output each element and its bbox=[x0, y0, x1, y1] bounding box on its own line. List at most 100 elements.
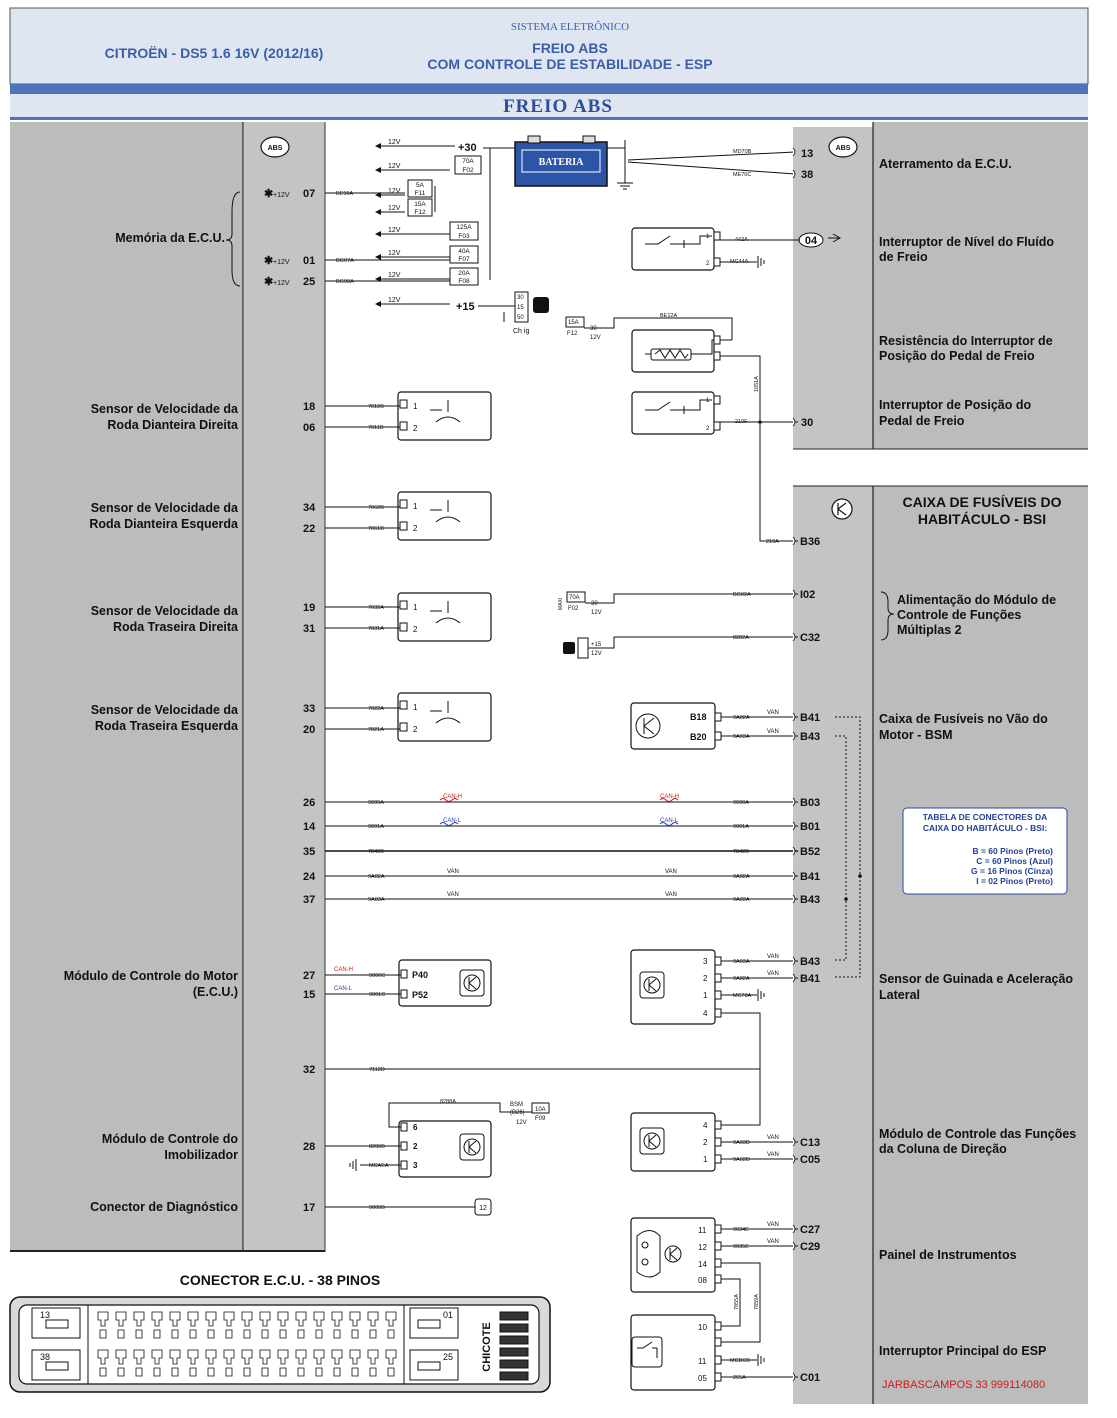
connector-pin bbox=[385, 1349, 397, 1377]
label-vdd-1: Sensor de Velocidade da bbox=[91, 402, 239, 416]
svg-text:F11: F11 bbox=[415, 190, 426, 197]
svg-text:8280B: 8280B bbox=[369, 1144, 385, 1150]
svg-text:2: 2 bbox=[413, 424, 418, 433]
svg-text:6: 6 bbox=[413, 1123, 418, 1132]
svg-text:1: 1 bbox=[706, 398, 710, 404]
ignition-switch-icon: 30 15 50 Ch ig bbox=[503, 291, 549, 335]
label-vte-1: Sensor de Velocidade da bbox=[91, 703, 239, 717]
pin-27: 27 bbox=[303, 970, 315, 982]
svg-text:11: 11 bbox=[698, 1226, 707, 1235]
pin-b41-c: B41 bbox=[800, 973, 820, 985]
pin-38: 38 bbox=[801, 169, 813, 181]
wheel-sensor-rr: 1 2 7032A 7031A bbox=[325, 592, 492, 642]
right-labels: Aterramento da E.C.U. Interruptor de Nív… bbox=[879, 157, 1076, 1391]
label-memoria: Memória da E.C.U. bbox=[115, 231, 225, 245]
label-pos-2: Pedal de Freio bbox=[879, 414, 965, 428]
svg-text:10: 10 bbox=[698, 1323, 707, 1332]
label-vtd-2: Roda Traseira Direita bbox=[113, 620, 239, 634]
connector-pin bbox=[331, 1311, 343, 1339]
svg-text:VAN: VAN bbox=[767, 1135, 779, 1141]
bsm-module: B18 B20 9A02A 9A03A VAN VAN bbox=[630, 702, 798, 750]
connector-pin bbox=[205, 1349, 217, 1377]
svg-text:9A02D: 9A02D bbox=[733, 1157, 750, 1163]
svg-text:7021A: 7021A bbox=[368, 727, 384, 733]
pin-15: 15 bbox=[303, 989, 315, 1001]
svg-text:9000A: 9000A bbox=[733, 800, 749, 806]
svg-text:8282A: 8282A bbox=[733, 635, 749, 641]
svg-text:7022A: 7022A bbox=[368, 706, 384, 712]
svg-text:CAN-H: CAN-H bbox=[334, 967, 353, 973]
wheel-sensor-lr: 1 2 7022A 7021A bbox=[325, 692, 492, 742]
svg-text:CHICOTE: CHICOTE bbox=[481, 1322, 493, 1372]
connector-pin bbox=[169, 1311, 181, 1339]
pin-34: 34 bbox=[303, 502, 316, 514]
svg-text:CAN-H: CAN-H bbox=[443, 794, 462, 800]
svg-text:F07: F07 bbox=[458, 256, 470, 263]
svg-text:MAXI: MAXI bbox=[558, 598, 564, 610]
connector-pin bbox=[133, 1349, 145, 1377]
svg-text:VAN: VAN bbox=[767, 710, 779, 716]
label-painel: Painel de Instrumentos bbox=[879, 1248, 1017, 1262]
svg-text:12V: 12V bbox=[388, 227, 401, 234]
svg-text:9000C: 9000C bbox=[369, 973, 385, 979]
table-row-2: C = 60 Pinos (Azul) bbox=[976, 856, 1053, 866]
label-esp: Interruptor Principal do ESP bbox=[879, 1344, 1046, 1358]
svg-text:1: 1 bbox=[706, 234, 710, 240]
ground-icon bbox=[617, 175, 633, 190]
ecu-right-pins: 13 38 04 30 bbox=[798, 148, 842, 429]
esp-switch-module: 10 11 05 MCBCB 265A bbox=[630, 1314, 798, 1391]
wheel-sensor-lf: 1 2 7062B 7061B bbox=[325, 491, 492, 541]
steering-column-module: 4 2 1 9A03D 9A02D VAN VAN bbox=[630, 1069, 798, 1172]
svg-text:9A02A: 9A02A bbox=[733, 715, 750, 721]
svg-text:10A: 10A bbox=[535, 1107, 546, 1113]
pin-37: 37 bbox=[303, 894, 315, 906]
svg-text:12: 12 bbox=[698, 1243, 707, 1252]
svg-text:30: 30 bbox=[517, 295, 524, 301]
pin-b43-a: B43 bbox=[800, 731, 820, 743]
svg-text:1: 1 bbox=[413, 502, 418, 511]
svg-text:265A: 265A bbox=[733, 1375, 746, 1381]
svg-text:15A: 15A bbox=[568, 320, 579, 326]
left-label-panel bbox=[10, 122, 243, 1252]
svg-text:9009B: 9009B bbox=[369, 1205, 385, 1211]
svg-text:CAN-H: CAN-H bbox=[660, 794, 679, 800]
connector-pin bbox=[295, 1349, 307, 1377]
vehicle-title: CITROËN - DS5 1.6 16V (2012/16) bbox=[105, 45, 324, 61]
svg-text:F12: F12 bbox=[567, 331, 578, 337]
yaw-sensor-module: 3 2 1 4 9A03A 9A02A MC78A VAN VAN bbox=[630, 949, 798, 1069]
label-bsm-2: Motor - BSM bbox=[879, 728, 953, 742]
label-resist-1: Resistência do Interruptor de bbox=[879, 334, 1053, 348]
brake-pedal-switch: 1 2 210F 210A bbox=[631, 391, 798, 545]
connector-pin bbox=[169, 1349, 181, 1377]
pin-06: 06 bbox=[303, 422, 315, 434]
battery-icon: BATERIA bbox=[514, 135, 608, 187]
pin-markers bbox=[792, 147, 796, 1382]
svg-text:VAN: VAN bbox=[767, 1222, 779, 1228]
svg-text:12: 12 bbox=[479, 1205, 487, 1212]
svg-text:ABS: ABS bbox=[836, 145, 851, 152]
svg-text:3: 3 bbox=[703, 957, 708, 966]
svg-text:70A: 70A bbox=[462, 158, 474, 165]
pin-b36: B36 bbox=[800, 536, 820, 548]
label-nivel-1: Interruptor de Nível do Fluído bbox=[879, 235, 1054, 249]
svg-text:1: 1 bbox=[413, 703, 418, 712]
svg-text:2: 2 bbox=[706, 261, 710, 267]
label-resist-2: Posição do Pedal de Freio bbox=[879, 349, 1035, 363]
pin-17: 17 bbox=[303, 1202, 315, 1214]
abs-logo-left-icon: ABS bbox=[260, 136, 290, 158]
svg-text:50: 50 bbox=[517, 315, 524, 321]
connector-pin bbox=[205, 1311, 217, 1339]
svg-text:7011B: 7011B bbox=[368, 425, 384, 431]
connector-pin bbox=[115, 1349, 127, 1377]
engine-ecu-module: P40 P52 9000C 9001C CAN-H CAN-L bbox=[325, 959, 492, 1007]
svg-text:7842B: 7842B bbox=[368, 849, 384, 855]
svg-text:210F: 210F bbox=[735, 419, 748, 425]
svg-text:7859A: 7859A bbox=[754, 1294, 760, 1310]
label-col-2: da Coluna de Direção bbox=[879, 1142, 1007, 1156]
svg-text:9035E: 9035E bbox=[733, 1244, 749, 1250]
panels bbox=[10, 122, 1088, 1404]
pin-c01: C01 bbox=[800, 1372, 820, 1384]
svg-text:+15: +15 bbox=[591, 642, 602, 648]
svg-text:VAN: VAN bbox=[665, 869, 677, 875]
